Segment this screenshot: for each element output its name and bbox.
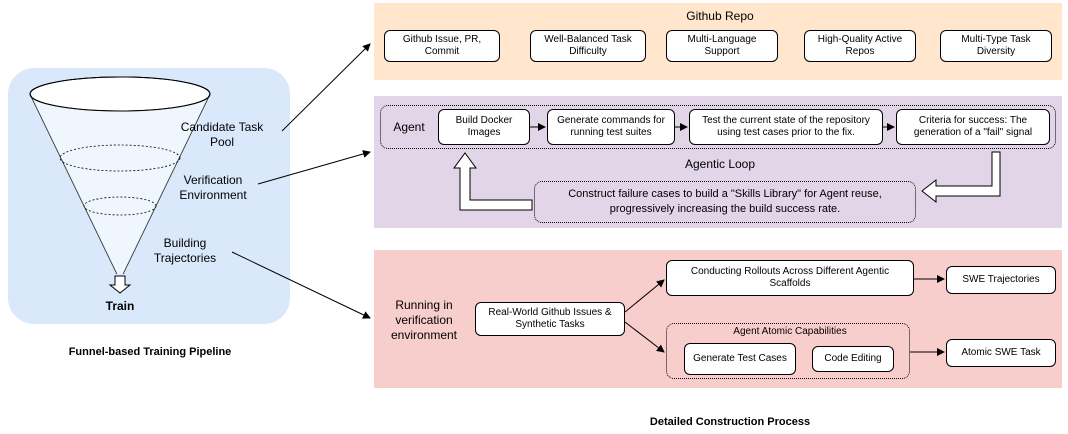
github-item-active-repos: High-Quality Active Repos	[804, 30, 916, 62]
step-generate-commands: Generate commands for running test suite…	[547, 109, 675, 145]
verify-label: Running in verification environment	[390, 298, 458, 342]
train-label: Train	[105, 299, 135, 313]
step-test-current-state: Test the current state of the repository…	[689, 109, 883, 145]
code-editing-box: Code Editing	[812, 346, 894, 372]
agentic-loop-title: Agentic Loop	[684, 157, 756, 171]
agent-label: Agent	[393, 120, 425, 134]
left-caption: Funnel-based Training Pipeline	[68, 346, 232, 358]
rollouts-box: Conducting Rollouts Across Different Age…	[666, 260, 914, 296]
swe-trajectories-box: SWE Trajectories	[946, 266, 1056, 294]
step-criteria-success: Criteria for success: The generation of …	[896, 109, 1050, 145]
right-caption: Detailed Construction Process	[649, 416, 811, 428]
generate-tests-box: Generate Test Cases	[684, 343, 796, 375]
github-item-multi-language: Multi-Language Support	[666, 30, 778, 62]
stage-verification-env: Verification Environment	[179, 173, 247, 202]
source-box: Real-World Github Issues & Synthetic Tas…	[475, 302, 625, 336]
github-item-task-diversity: Multi-Type Task Diversity	[940, 30, 1052, 62]
agent-row-frame	[380, 105, 1056, 149]
github-item-issue-pr-commit: Github Issue, PR, Commit	[384, 30, 500, 62]
stage-candidate-pool: Candidate Task Pool	[180, 120, 264, 149]
loop-arrow-left	[453, 152, 533, 211]
atomic-capabilities-frame	[666, 323, 910, 379]
loop-text-box: Construct failure cases to build a "Skil…	[534, 181, 916, 223]
atomic-swe-task-box: Atomic SWE Task	[946, 339, 1056, 367]
github-item-task-difficulty: Well-Balanced Task Difficulty	[530, 30, 646, 62]
loop-text: Construct failure cases to build a "Skil…	[568, 188, 882, 215]
loop-arrow-right	[921, 151, 1001, 204]
github-title: Github Repo	[686, 9, 754, 23]
stage-building-trajectories: Building Trajectories	[153, 236, 217, 265]
step-build-docker: Build Docker Images	[438, 109, 530, 145]
atomic-capabilities-title: Agent Atomic Capabilities	[733, 326, 847, 337]
